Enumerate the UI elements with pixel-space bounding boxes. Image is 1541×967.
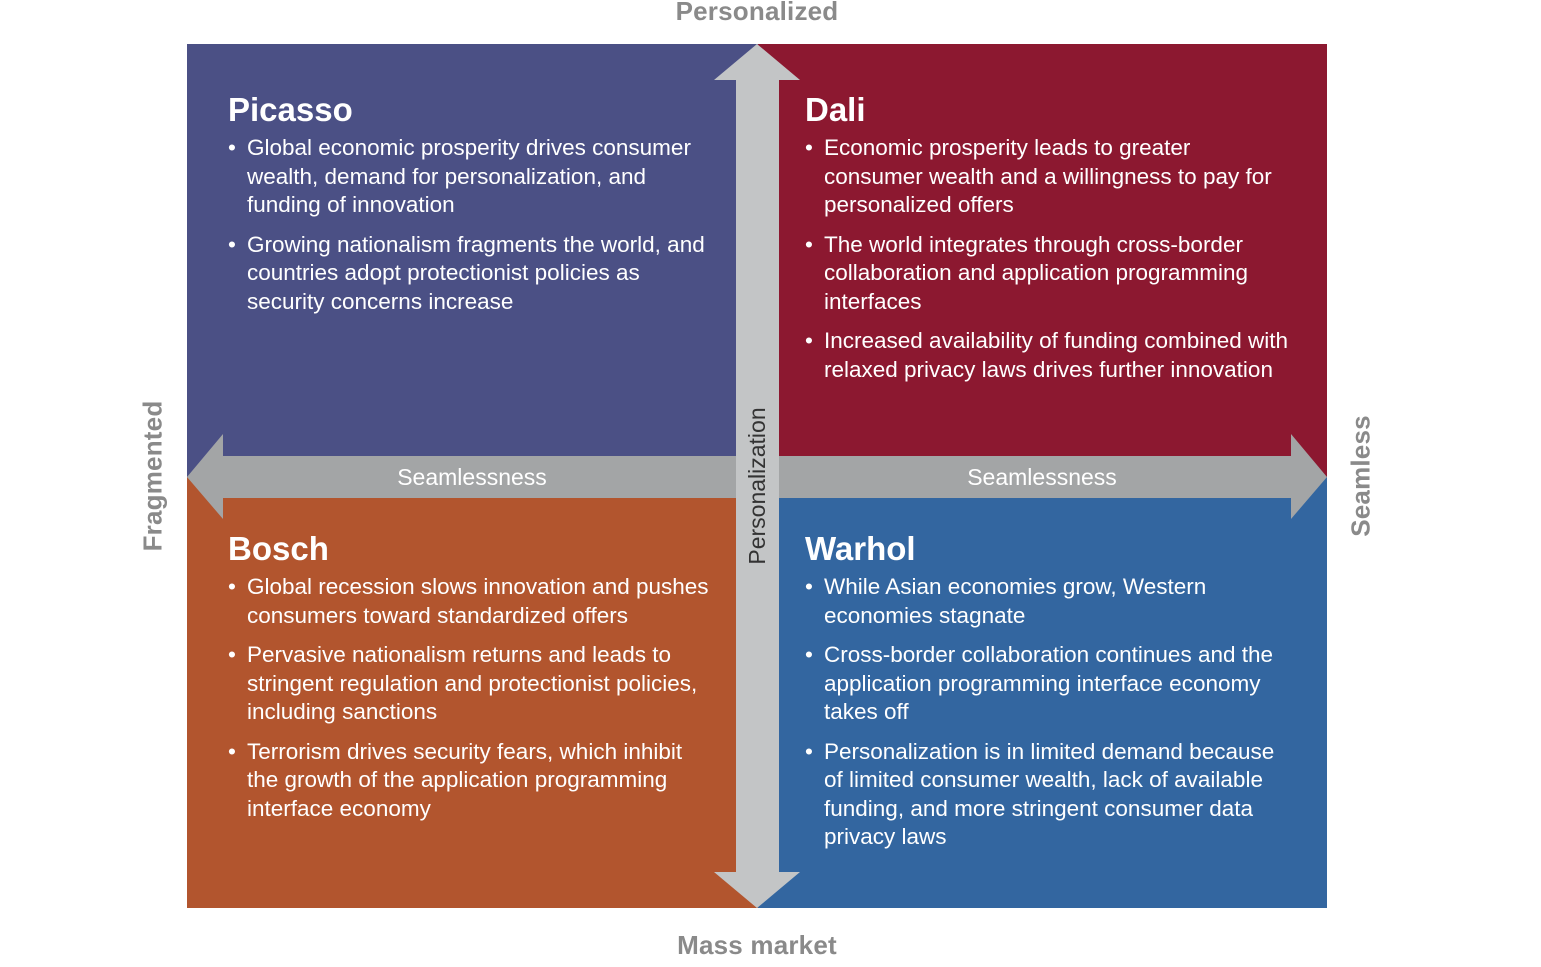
bullet-list: Global economic prosperity drives consum…: [228, 134, 718, 316]
bullet-list: Economic prosperity leads to greater con…: [805, 134, 1295, 384]
axis-label-personalized: Personalized: [675, 0, 839, 26]
bullet-item: Growing nationalism fragments the world,…: [228, 231, 718, 317]
bullet-item: Personalization is in limited demand bec…: [805, 738, 1295, 852]
bullet-item: Cross-border collaboration continues and…: [805, 641, 1295, 727]
axis-label-fragmented: Fragmented: [137, 400, 168, 552]
bullet-item: Pervasive nationalism returns and leads …: [228, 641, 718, 727]
quadrant-dali: Dali Economic prosperity leads to greate…: [758, 44, 1327, 477]
axis-label-mass-market: Mass market: [677, 930, 837, 960]
quadrant-title: Dali: [805, 91, 866, 128]
bullet-item: Terrorism drives security fears, which i…: [228, 738, 718, 824]
bullet-list: Global recession slows innovation and pu…: [228, 573, 718, 823]
bullet-item: Global recession slows innovation and pu…: [228, 573, 718, 630]
bullet-list: While Asian economies grow, Western econ…: [805, 573, 1295, 852]
quadrant-warhol: Warhol While Asian economies grow, Weste…: [758, 477, 1327, 908]
bullet-item: The world integrates through cross-borde…: [805, 231, 1295, 317]
quadrant-title: Warhol: [805, 530, 916, 567]
quadrant-title: Picasso: [228, 91, 353, 128]
seamlessness-label-right: Seamlessness: [967, 464, 1117, 490]
seamlessness-label-left: Seamlessness: [397, 464, 547, 490]
quadrant-bosch: Bosch Global recession slows innovation …: [187, 477, 758, 908]
axis-label-seamless: Seamless: [1345, 415, 1376, 537]
bullet-item: Economic prosperity leads to greater con…: [805, 134, 1295, 220]
bullet-item: Increased availability of funding combin…: [805, 327, 1295, 384]
personalization-label: Personalization: [744, 407, 770, 565]
bullet-item: While Asian economies grow, Western econ…: [805, 573, 1295, 630]
quadrant-title: Bosch: [228, 530, 329, 567]
bullet-item: Global economic prosperity drives consum…: [228, 134, 718, 220]
quadrant-picasso: Picasso Global economic prosperity drive…: [187, 44, 758, 477]
